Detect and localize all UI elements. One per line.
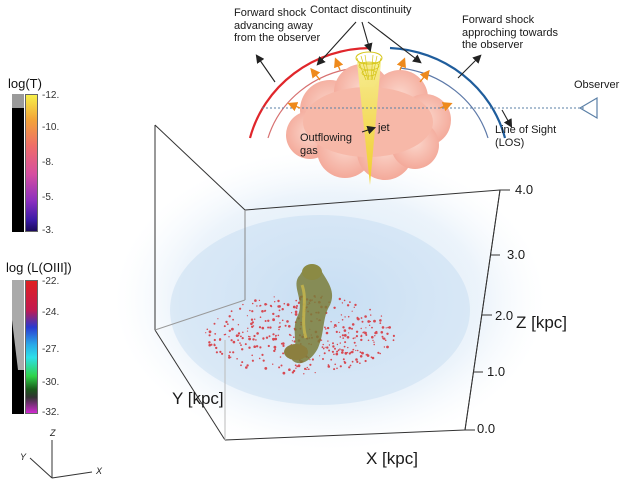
line-of-sight-label: Line of Sight (LOS) xyxy=(495,124,557,149)
z-tick-label: 2.0 xyxy=(495,308,514,323)
x-axis-label: X [kpc] xyxy=(366,449,418,468)
colorbar-l-tick: -32. xyxy=(42,407,60,418)
forward-shock-toward-label: Forward shock approching towards the obs… xyxy=(462,14,559,52)
outflowing-gas-label: Outflowing gas xyxy=(300,132,352,157)
z-tick-label: 3.0 xyxy=(507,247,526,262)
colorbar-t-tick: -8. xyxy=(42,157,54,168)
observer-eye-icon xyxy=(578,96,598,120)
z-axis-label: Z [kpc] xyxy=(516,313,568,332)
jet-mesh xyxy=(356,54,382,81)
z-tick-label: 4.0 xyxy=(515,182,534,197)
colorbar-l-title: log (L(OIII]) xyxy=(6,260,72,275)
colorbar-t-tick: -12. xyxy=(42,90,60,101)
colorbar-t-title: log(T) xyxy=(8,76,42,91)
forward-shock-toward-arc xyxy=(389,46,507,139)
jet-label: jet xyxy=(378,122,390,134)
inner-shock-left-arc xyxy=(267,67,356,139)
axis-triad xyxy=(29,440,93,479)
jet-cone xyxy=(357,62,381,185)
z-tick-label: 0.0 xyxy=(477,421,496,436)
triad-y-label: Y xyxy=(20,452,27,462)
colorbar-l xyxy=(12,280,38,414)
z-axis-ticks xyxy=(465,189,510,431)
colorbar-t-tick: -5. xyxy=(42,192,54,203)
colorbar-l-tick: -22. xyxy=(42,276,60,287)
observer-label: Observer xyxy=(574,79,620,91)
outflowing-gas-cloud xyxy=(286,64,451,180)
colorbar-t-tick: -10. xyxy=(42,122,60,133)
y-axis-label: Y [kpc] xyxy=(172,389,224,408)
colorbar-t xyxy=(12,94,38,232)
z-tick-label: 1.0 xyxy=(487,364,506,379)
bounding-box xyxy=(154,124,501,441)
triad-x-label: X xyxy=(96,466,103,476)
triad-z-label: Z xyxy=(50,428,56,438)
colorbar-l-tick: -24. xyxy=(42,307,60,318)
forward-shock-away-arc xyxy=(248,46,371,139)
forward-shock-away-label: Forward shock advancing away from the ob… xyxy=(234,7,321,45)
contact-discontinuity-label: Contact discontinuity xyxy=(310,4,412,16)
colorbar-l-tick: -30. xyxy=(42,377,60,388)
inner-shock-right-arc xyxy=(399,67,489,139)
colorbar-t-tick: -3. xyxy=(42,225,54,236)
colorbar-l-tick: -27. xyxy=(42,344,60,355)
central-outflow-structure xyxy=(284,264,333,364)
